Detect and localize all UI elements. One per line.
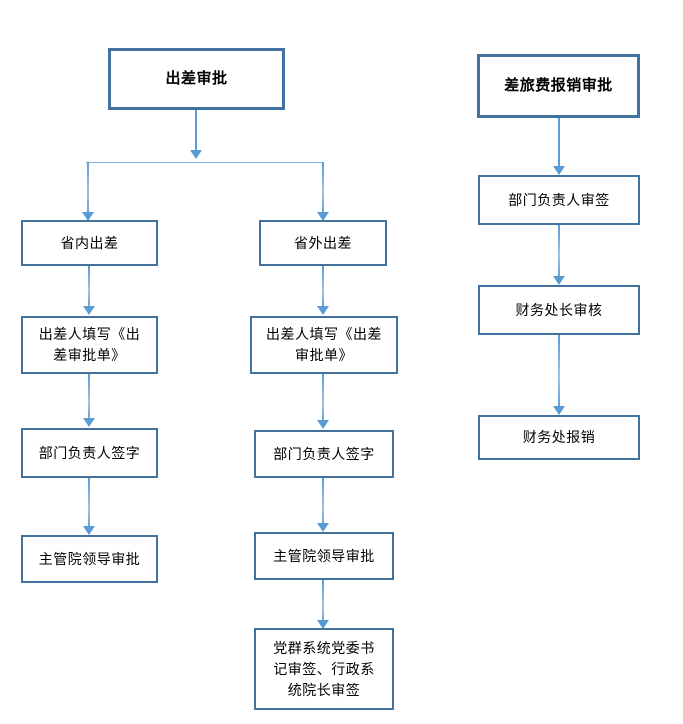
node-reimbursement-step-2: 财务处长审核: [478, 285, 640, 335]
arrowhead-inside-3: [83, 526, 95, 535]
arrowhead-outside-4: [317, 620, 329, 629]
connector-outside-1: [322, 266, 324, 310]
arrowhead-reimb-3: [553, 406, 565, 415]
connector-split-right: [322, 162, 324, 216]
node-title-reimbursement-approval: 差旅费报销审批: [477, 54, 640, 118]
arrowhead-title-down: [190, 150, 202, 159]
connector-split-left: [87, 162, 89, 216]
connector-split-bar: [86, 162, 324, 163]
arrowhead-outside-1: [317, 306, 329, 315]
arrowhead-inside-2: [83, 418, 95, 427]
node-inside-province-step-3: 主管院领导审批: [21, 535, 158, 583]
node-outside-province-step-1: 出差人填写《出差 审批单》: [250, 316, 398, 374]
connector-reimb-3: [558, 335, 560, 410]
node-inside-province-step-2: 部门负责人签字: [21, 428, 158, 478]
connector-outside-3: [322, 478, 324, 530]
node-title-travel-approval: 出差审批: [108, 48, 285, 110]
node-outside-province-step-2: 部门负责人签字: [254, 430, 394, 478]
arrowhead-split-left: [82, 212, 94, 221]
node-reimbursement-step-3: 财务处报销: [478, 415, 640, 460]
arrowhead-reimb-1: [553, 166, 565, 175]
connector-reimb-1: [558, 118, 560, 170]
arrowhead-reimb-2: [553, 276, 565, 285]
node-outside-province-step-4: 党群系统党委书 记审签、行政系 统院长审签: [254, 628, 394, 710]
connector-outside-4: [322, 580, 324, 628]
connector-inside-2: [88, 374, 90, 424]
arrowhead-split-right: [317, 212, 329, 221]
node-inside-province-step-1: 出差人填写《出 差审批单》: [21, 316, 158, 374]
arrowhead-outside-3: [317, 523, 329, 532]
node-outside-province-branch: 省外出差: [259, 220, 387, 266]
node-reimbursement-step-1: 部门负责人审签: [478, 175, 640, 225]
connector-reimb-2: [558, 225, 560, 281]
node-outside-province-step-3: 主管院领导审批: [254, 532, 394, 580]
connector-inside-3: [88, 478, 90, 532]
connector-inside-1: [88, 266, 90, 310]
connector-title-down: [195, 110, 197, 152]
connector-outside-2: [322, 374, 324, 426]
arrowhead-outside-2: [317, 420, 329, 429]
arrowhead-inside-1: [83, 306, 95, 315]
node-inside-province-branch: 省内出差: [21, 220, 158, 266]
